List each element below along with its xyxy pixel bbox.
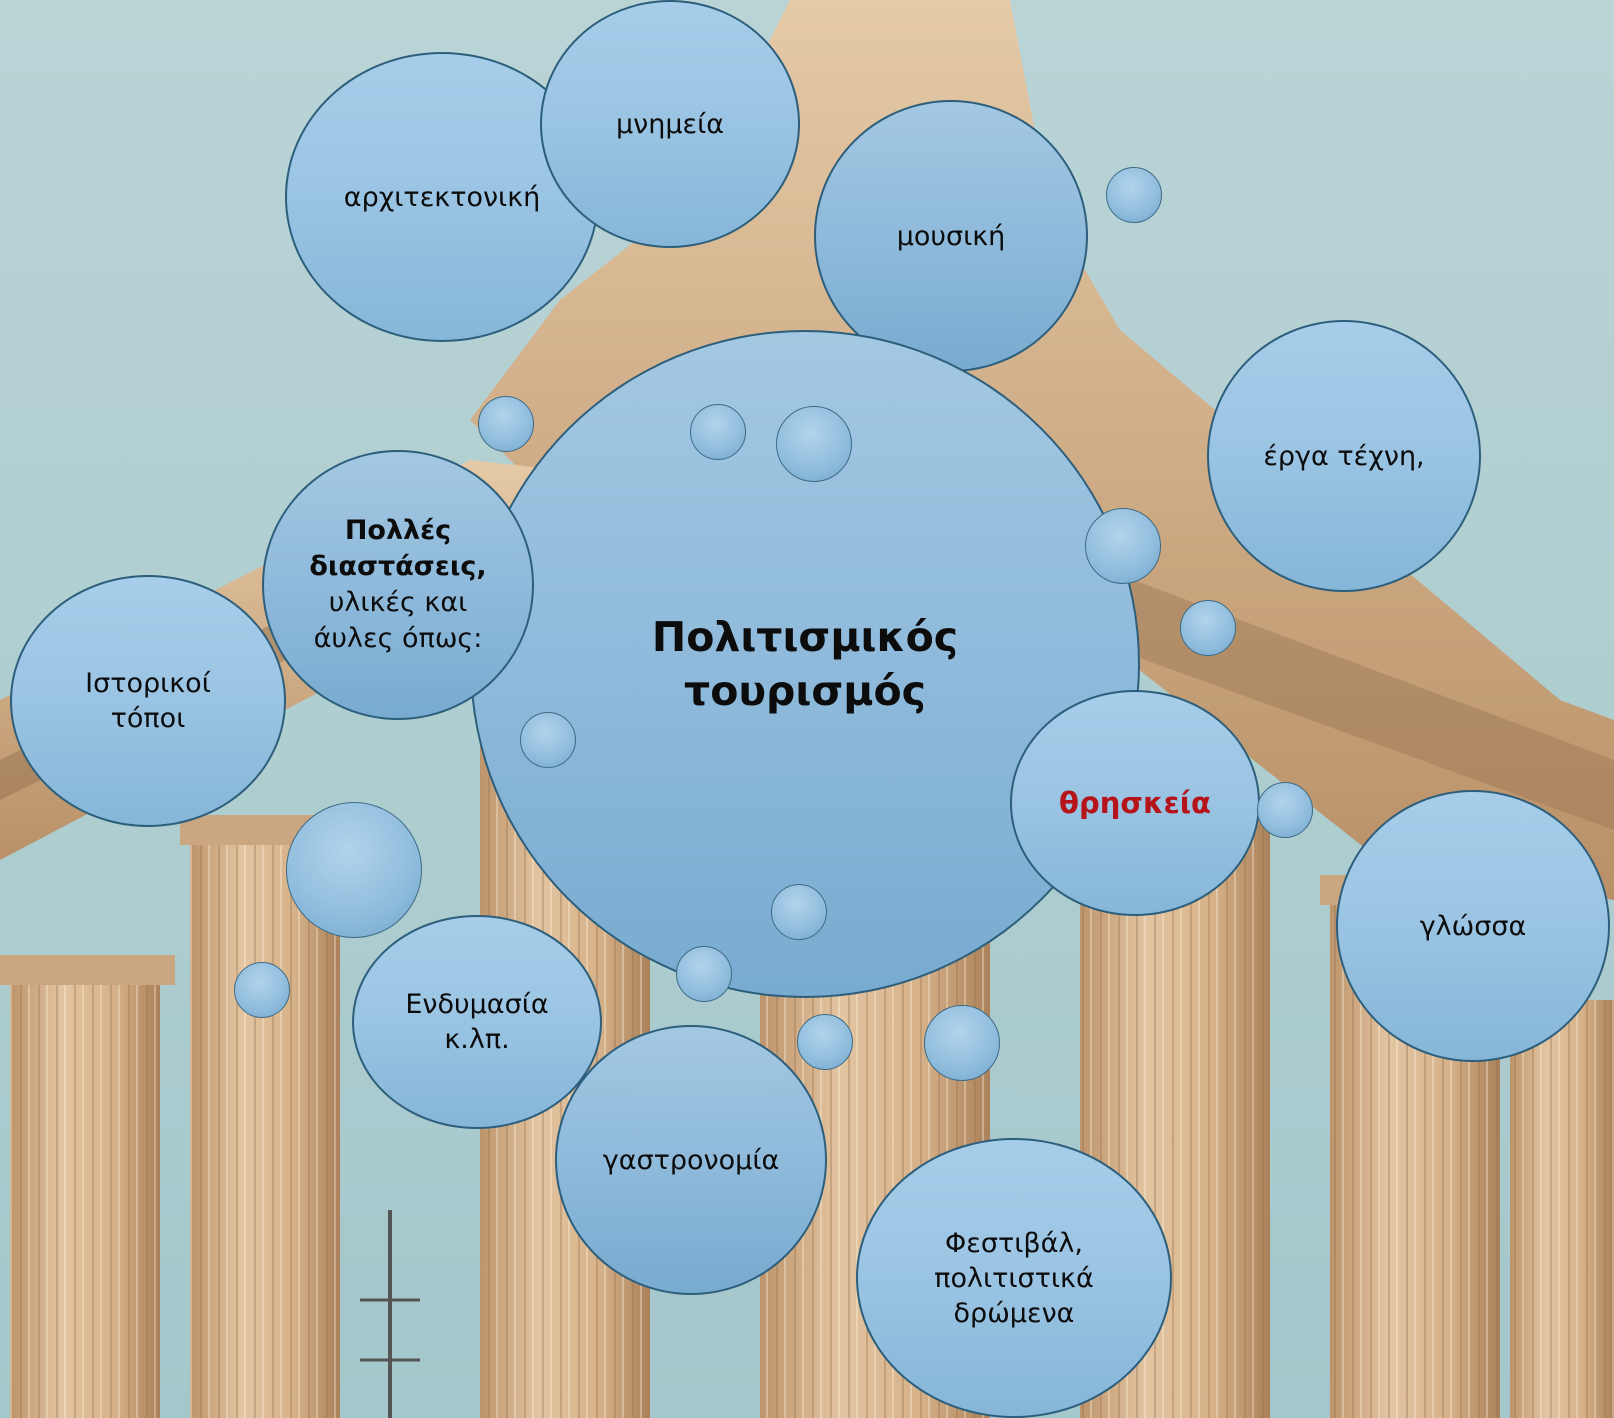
dimensions-line-3: υλικές και [328,587,468,618]
festivals-label: Φεστιβάλ, πολιτιστικά δρώμενα [916,1226,1112,1331]
language-label: γλώσσα [1419,910,1527,942]
monuments-label: μνημεία [615,108,725,140]
bubble-artworks: έργα τέχνη, [1207,320,1481,592]
bubble-festivals: Φεστιβάλ, πολιτιστικά δρώμενα [856,1138,1172,1418]
central-topic-label: Πολιτισμικός τουρισμός [634,610,976,718]
artworks-label: έργα τέχνη, [1263,440,1425,472]
bubble-religion: θρησκεία [1010,690,1260,916]
decorative-dot [1106,167,1162,223]
bubble-clothing: Ενδυμασία κ.λπ. [352,915,602,1129]
decorative-dot [1180,600,1236,656]
decorative-dot [797,1014,853,1070]
decorative-dot [771,884,827,940]
decorative-dot [234,962,290,1018]
decorative-dot [924,1005,1000,1081]
religion-label: θρησκεία [1059,785,1211,820]
gastronomy-label: γαστρονομία [602,1144,780,1176]
decorative-dot [1085,508,1161,584]
bubble-monuments: μνημεία [540,0,800,248]
festivals-line-1: Φεστιβάλ, [945,1227,1083,1259]
bubble-music: μουσική [814,100,1088,372]
festivals-line-2: πολιτιστικά [934,1262,1094,1294]
central-topic-line-2: τουρισμός [684,667,926,715]
central-topic-line-1: Πολιτισμικός [651,613,959,661]
festivals-line-3: δρώμενα [953,1297,1075,1329]
decorative-dot [676,946,732,1002]
dimensions-bold-line-1: Πολλές [344,515,452,546]
dimensions-line-4: άυλες όπως: [313,623,483,654]
bubble-gastronomy: γαστρονομία [555,1025,827,1295]
clothing-line-2: κ.λπ. [444,1024,510,1055]
decorative-dot [520,712,576,768]
dimensions-bold-line-2: διαστάσεις, [309,551,487,582]
historic-sites-line-2: τόποι [110,703,186,734]
decorative-dot [286,802,422,938]
historic-sites-label: Ιστορικοί τόποι [67,666,229,736]
architecture-label: αρχιτεκτονική [343,181,541,213]
decorative-dot [478,396,534,452]
historic-sites-line-1: Ιστορικοί [85,668,211,699]
clothing-label: Ενδυμασία κ.λπ. [387,987,566,1057]
decorative-dot [1257,782,1313,838]
music-label: μουσική [896,220,1006,252]
dimensions-label: Πολλές διαστάσεις, υλικές και άυλες όπως… [291,513,504,657]
decorative-dot [690,404,746,460]
clothing-line-1: Ενδυμασία [405,989,549,1020]
bubble-dimensions: Πολλές διαστάσεις, υλικές και άυλες όπως… [262,450,534,720]
decorative-dot [776,406,852,482]
bubble-historic-sites: Ιστορικοί τόποι [10,575,286,827]
bubble-language: γλώσσα [1336,790,1610,1062]
